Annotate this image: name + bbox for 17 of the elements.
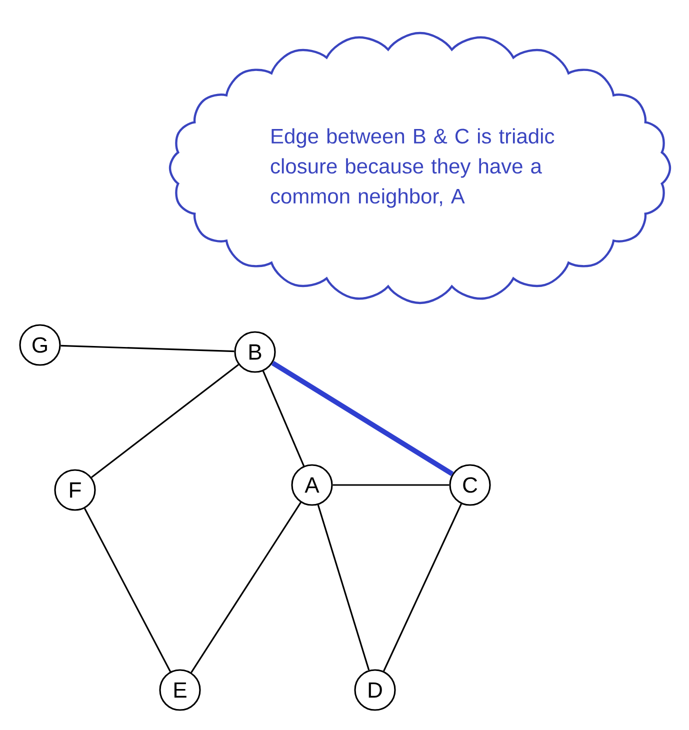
graph-edge (91, 364, 239, 478)
graph-node: E (159, 669, 201, 711)
graph-edge (262, 370, 305, 466)
graph-edge (190, 502, 302, 673)
graph-edge (332, 484, 450, 486)
graph-edge (60, 344, 234, 352)
graph-edge (383, 504, 462, 672)
thought-cloud: Edge between B & C is triadic closure because they have a common neighbor, A (168, 32, 672, 304)
graph-edge (84, 508, 172, 672)
graph-node: B (234, 331, 276, 373)
graph-node: A (291, 464, 333, 506)
graph-edge (271, 360, 454, 476)
graph-edge (317, 504, 370, 670)
graph-node: D (354, 669, 396, 711)
graph-node: F (54, 469, 96, 511)
graph-node: G (19, 324, 61, 366)
graph-node: C (449, 464, 491, 506)
